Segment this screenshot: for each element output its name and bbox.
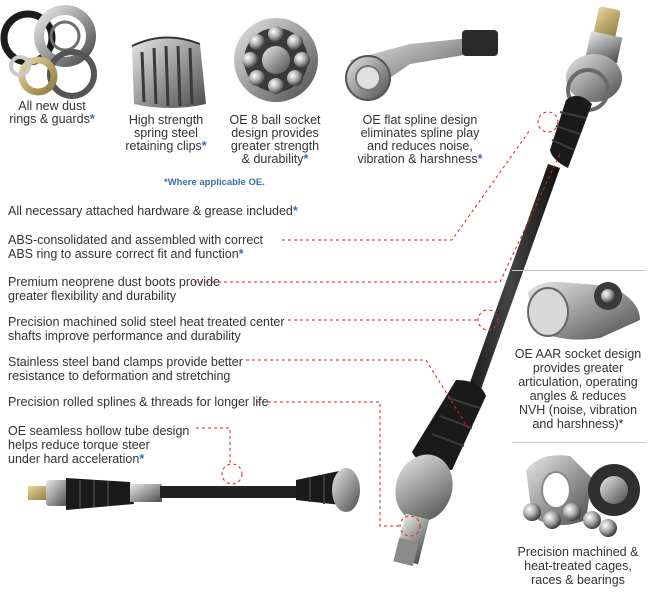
caption-line: races & bearings [531, 573, 625, 587]
feature-text: All necessary attached hardware & grease… [8, 204, 293, 218]
caption-flat-spline: OE flat spline design eliminates spline … [340, 114, 500, 166]
feature-rolled-splines: Precision rolled splines & threads for l… [8, 395, 269, 409]
caption-line: articulation, operating [518, 375, 638, 389]
caption-cages-bearings: Precision machined & heat-treated cages,… [508, 545, 648, 587]
feature-hardware: All necessary attached hardware & grease… [8, 204, 298, 218]
asterisk: * [477, 152, 483, 166]
feature-center-shaft: Precision machined solid steel heat trea… [8, 315, 285, 343]
feature-text: ABS ring to assure correct fit and funct… [8, 247, 239, 261]
leader-lines [194, 111, 561, 537]
feature-text: ABS-consolidated and assembled with corr… [8, 233, 263, 247]
caption-line: provides greater [532, 361, 624, 375]
feature-dust-boots: Premium neoprene dust boots provide grea… [8, 275, 220, 303]
asterisk: * [292, 204, 298, 218]
caption-line: and reduces noise, [367, 139, 473, 153]
caption-line: Precision machined & [517, 545, 639, 559]
asterisk: * [238, 247, 244, 261]
feature-text: under hard acceleration [8, 452, 140, 466]
aar-socket-image [527, 281, 640, 340]
caption-line: spring steel [134, 126, 198, 140]
caption-line: All new dust [18, 99, 86, 113]
caption-line: design provides [231, 126, 319, 140]
flat-spline-image [345, 30, 498, 101]
feature-text: Precision rolled splines & threads for l… [8, 395, 269, 409]
dust-rings-image [0, 5, 97, 99]
caption-line: heat-treated cages, [524, 559, 632, 573]
caption-line: greater strength [230, 139, 320, 153]
applicability-note: *Where applicable OE. [164, 177, 265, 188]
feature-text: shafts improve performance and durabilit… [8, 329, 241, 343]
feature-text: Precision machined solid steel heat trea… [8, 315, 285, 329]
feature-text: Stainless steel band clamps provide bett… [8, 355, 243, 369]
asterisk: * [89, 112, 95, 126]
caption-dust-rings: All new dust rings & guards* [2, 100, 102, 126]
caption-line: OE 8 ball socket [229, 113, 321, 127]
feature-text: resistance to deformation and stretching [8, 369, 231, 383]
main-axle-image [393, 6, 623, 567]
caption-line: eliminates spline play [360, 126, 480, 140]
horizontal-axle-image [28, 468, 360, 512]
caption-line: rings & guards [9, 112, 90, 126]
caption-line: and harshness)* [532, 417, 624, 431]
feature-band-clamps: Stainless steel band clamps provide bett… [8, 355, 243, 383]
feature-hollow-tube: OE seamless hollow tube design helps red… [8, 424, 189, 466]
caption-line: OE AAR socket design [514, 347, 642, 361]
caption-line: retaining clips [125, 139, 202, 153]
caption-line: High strength [128, 113, 204, 127]
asterisk: * [201, 139, 207, 153]
caption-line: angles & reduces [529, 389, 627, 403]
caption-line: vibration & harshness [357, 152, 478, 166]
caption-aar-socket: OE AAR socket design provides greater ar… [508, 347, 648, 431]
divider [512, 270, 646, 271]
feature-abs: ABS-consolidated and assembled with corr… [8, 233, 263, 261]
cage-bearings-image [523, 455, 640, 537]
caption-line: NVH (noise, vibration [518, 403, 638, 417]
caption-line: OE flat spline design [362, 113, 478, 127]
caption-retaining-clips: High strength spring steel retaining cli… [112, 114, 220, 153]
ball-socket-image [234, 18, 318, 102]
feature-text: OE seamless hollow tube design [8, 424, 190, 438]
asterisk: * [303, 152, 309, 166]
asterisk: * [139, 452, 145, 466]
caption-line: & durability [241, 152, 304, 166]
feature-text: greater flexibility and durability [8, 289, 177, 303]
retaining-clip-image [131, 36, 206, 108]
divider [512, 442, 646, 443]
caption-ball-socket: OE 8 ball socket design provides greater… [222, 114, 328, 166]
feature-text: helps reduce torque steer [8, 438, 150, 452]
feature-text: Premium neoprene dust boots provide [8, 275, 220, 289]
